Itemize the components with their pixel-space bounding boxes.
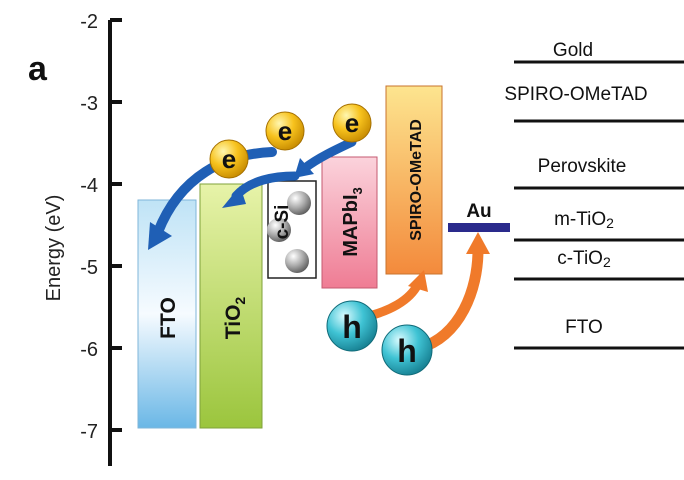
hole-particle-right: h xyxy=(381,324,433,376)
legend-item-perovskite: Perovskite xyxy=(514,156,684,190)
electron-particle-left: e xyxy=(209,139,249,179)
tick-label-minus2: -2 xyxy=(80,11,98,33)
legend-label-spiro: SPIRO-OMeTAD xyxy=(504,84,647,105)
legend-label-m-tio2: m-TiO2 xyxy=(554,209,614,231)
si-atom-middle xyxy=(267,218,291,242)
electron-particle-middle: e xyxy=(265,111,305,151)
tick-label-minus5: -5 xyxy=(80,257,98,279)
si-atom-top xyxy=(287,191,311,215)
csi-bar: c-Si xyxy=(267,180,317,279)
panel-label: a xyxy=(28,50,48,88)
fto-bar: FTO xyxy=(137,199,197,429)
au-level: Au xyxy=(448,201,510,232)
tio2-bar: TiO2 xyxy=(199,183,263,429)
electron-symbol-middle: e xyxy=(278,116,292,146)
spiro-bar: SPIRO-OMeTAD xyxy=(385,85,443,275)
electron-particle-right: e xyxy=(332,103,372,143)
legend-item-spiro: SPIRO-OMeTAD xyxy=(504,84,684,123)
fto-bar-label: FTO xyxy=(157,297,180,339)
legend-item-c-tio2: c-TiO2 xyxy=(514,248,684,281)
tio2-bar-label: TiO2 xyxy=(222,297,248,340)
hole-particle-left: h xyxy=(326,300,378,352)
tick-label-minus7: -7 xyxy=(80,421,98,443)
si-atom-bottom xyxy=(285,249,309,273)
tick-label-minus3: -3 xyxy=(80,93,98,115)
spiro-bar-label: SPIRO-OMeTAD xyxy=(408,119,425,240)
electron-arrow-to-fto xyxy=(148,147,277,250)
legend-label-c-tio2: c-TiO2 xyxy=(557,248,611,270)
hole-symbol-right: h xyxy=(397,333,417,369)
electron-symbol-right: e xyxy=(345,108,359,138)
legend-label-perovskite: Perovskite xyxy=(538,156,627,177)
legend-item-m-tio2: m-TiO2 xyxy=(514,209,684,242)
au-level-label: Au xyxy=(466,201,491,222)
electron-arrow-to-tio2 xyxy=(222,171,300,208)
legend-label-fto: FTO xyxy=(565,317,603,338)
tick-minus3: -3 xyxy=(80,93,122,115)
csi-bar-label: c-Si xyxy=(272,205,293,240)
legend-label-gold: Gold xyxy=(553,40,593,61)
tick-minus2: -2 xyxy=(80,11,122,33)
tick-minus4: -4 xyxy=(80,175,122,197)
tick-minus7: -7 xyxy=(80,421,122,443)
legend-item-fto: FTO xyxy=(514,317,684,350)
tick-label-minus4: -4 xyxy=(80,175,98,197)
electron-arrow-to-csi xyxy=(294,137,357,178)
electron-symbol-left: e xyxy=(222,144,236,174)
hole-arrow-to-au xyxy=(414,232,490,354)
tick-label-minus6: -6 xyxy=(80,339,98,361)
tick-minus6: -6 xyxy=(80,339,122,361)
mapbi3-bar: MAPbI3 xyxy=(321,156,378,289)
mapbi3-bar-label: MAPbI3 xyxy=(340,187,365,256)
axis-label: Energy (eV) xyxy=(43,195,65,302)
tick-minus5: -5 xyxy=(80,257,122,279)
legend: Gold SPIRO-OMeTAD Perovskite m-TiO2 c-Ti… xyxy=(504,40,684,350)
legend-item-gold: Gold xyxy=(514,40,684,64)
hole-symbol-left: h xyxy=(342,309,362,345)
